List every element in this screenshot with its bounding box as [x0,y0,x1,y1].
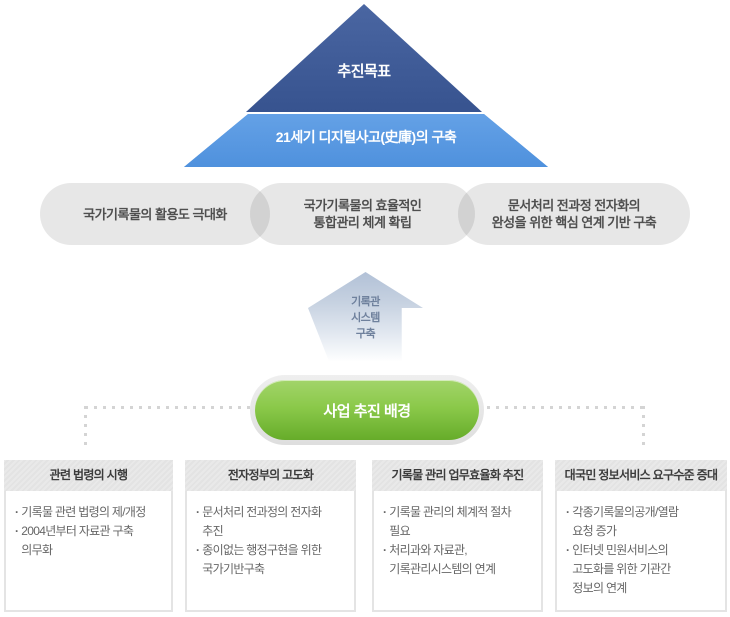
bullet-item: · 각종기록물의공개/열람 요청 증가 [566,503,719,541]
bullet-text: 기록물 관련 법령의 제/개정 [21,505,146,519]
dotted-connector-horizontal-left [85,406,250,409]
pyramid-top-label: 추진목표 [337,63,391,80]
bullet-item: · 인터넷 민원서비스의 고도화를 위한 기관간 정보의 연계 [566,541,719,598]
background-box-legislation: 관련 법령의 시행 · 기록물 관련 법령의 제/개정 · 2004년부터 자료… [4,460,173,612]
background-box-body: · 기록물 관리의 체계적 절차 필요 · 처리과와 자료관, 기록관리시스템의… [372,491,543,612]
bullet-icon: · [383,505,387,519]
bullet-text: 2004년부터 자료관 구축 의무화 [21,524,134,557]
pyramid-top-triangle [246,4,482,112]
bullet-text: 각종기록물의공개/열람 요청 증가 [572,505,679,538]
pyramid-base-band [184,114,548,167]
background-box-title: 전자정부의 고도화 [185,460,356,491]
background-box-body: · 각종기록물의공개/열람 요청 증가 · 인터넷 민원서비스의 고도화를 위한… [555,491,727,612]
project-background-button-label: 사업 추진 배경 [323,402,411,420]
bullet-item: · 종이없는 행정구현을 위한 국가기반구축 [196,541,348,579]
background-box-records-efficiency: 기록물 관리 업무효율화 추진 · 기록물 관리의 체계적 절차 필요 · 처리… [372,460,543,612]
bullet-icon: · [566,505,570,519]
goal-pill-utilization: 국가기록물의 활용도 극대화 [40,183,270,245]
bullet-icon: · [196,505,200,519]
dotted-connector-vertical-right [642,406,645,447]
goal-pill-integrated-management: 국가기록물의 효율적인 통합관리 체계 확립 [250,183,475,245]
goal-pill-digitization: 문서처리 전과정 전자화의 완성을 위한 핵심 연계 기반 구축 [458,183,690,245]
background-box-title: 대국민 정보서비스 요구수준 증대 [555,460,727,491]
goal-pill-label: 문서처리 전과정 전자화의 완성을 위한 핵심 연계 기반 구축 [491,198,657,230]
bullet-item: · 기록물 관리의 체계적 절차 필요 [383,503,535,541]
bullet-icon: · [15,505,19,519]
dotted-connector-vertical-left [84,406,87,447]
background-box-body: · 기록물 관련 법령의 제/개정 · 2004년부터 자료관 구축 의무화 [4,491,173,612]
project-background-button: 사업 추진 배경 [255,380,479,440]
bullet-item: · 처리과와 자료관, 기록관리시스템의 연계 [383,541,535,579]
background-box-title: 관련 법령의 시행 [4,460,173,491]
bullet-item: · 기록물 관련 법령의 제/개정 [15,503,165,522]
goal-pill-label: 국가기록물의 활용도 극대화 [83,206,227,222]
bullet-icon: · [383,543,387,557]
bullet-text: 인터넷 민원서비스의 고도화를 위한 기관간 정보의 연계 [572,543,671,595]
bullet-icon: · [15,524,19,538]
bullet-text: 종이없는 행정구현을 위한 국가기반구축 [202,543,322,576]
bullet-text: 처리과와 자료관, 기록관리시스템의 연계 [389,543,496,576]
bullet-icon: · [566,543,570,557]
bullet-icon: · [196,543,200,557]
background-box-egovernment: 전자정부의 고도화 · 문서처리 전과정의 전자화 추진 · 종이없는 행정구현… [185,460,356,612]
bullet-text: 기록물 관리의 체계적 절차 필요 [389,505,511,538]
bullet-text: 문서처리 전과정의 전자화 추진 [202,505,322,538]
project-background-button-ring: 사업 추진 배경 [250,375,484,445]
goal-pill-label: 국가기록물의 효율적인 통합관리 체계 확립 [303,198,422,230]
dotted-connector-horizontal-right [487,406,645,409]
up-arrow-label: 기록관 시스템 구축 [351,296,380,340]
background-box-title: 기록물 관리 업무효율화 추진 [372,460,543,491]
pyramid-base-label: 21세기 디지털사고(史庫)의 구축 [275,129,457,145]
bullet-item: · 2004년부터 자료관 구축 의무화 [15,522,165,560]
bullet-item: · 문서처리 전과정의 전자화 추진 [196,503,348,541]
background-box-body: · 문서처리 전과정의 전자화 추진 · 종이없는 행정구현을 위한 국가기반구… [185,491,356,612]
background-box-public-service: 대국민 정보서비스 요구수준 증대 · 각종기록물의공개/열람 요청 증가 · … [555,460,727,612]
